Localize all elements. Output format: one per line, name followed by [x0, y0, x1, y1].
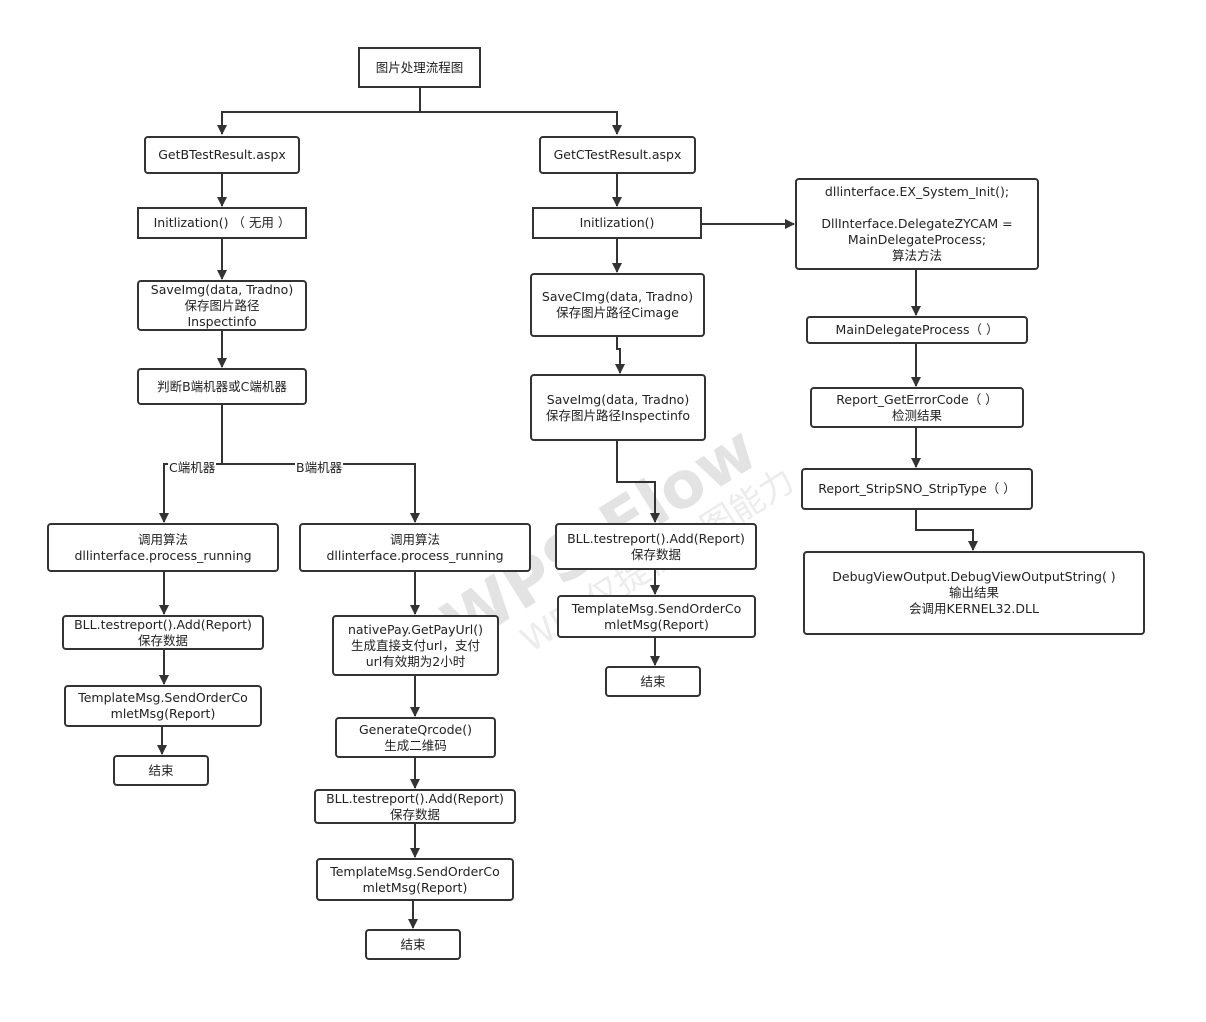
node-bll-b[interactable]: BLL.testreport().Add(Report) 保存数据 — [314, 789, 516, 824]
node-end-b[interactable]: 结束 — [365, 929, 461, 960]
node-strip-type[interactable]: Report_StripSNO_StripType（ ） — [801, 468, 1033, 510]
node-bll-c[interactable]: BLL.testreport().Add(Report) 保存数据 — [62, 615, 264, 650]
node-nativepay[interactable]: nativePay.GetPayUrl() 生成直接支付url，支付 url有效… — [332, 615, 499, 676]
node-generate-qrcode[interactable]: GenerateQrcode() 生成二维码 — [335, 717, 496, 758]
node-template-c[interactable]: TemplateMsg.SendOrderCo mletMsg(Report) — [64, 685, 262, 727]
node-getctestresult[interactable]: GetCTestResult.aspx — [539, 136, 696, 174]
edge-judge-b — [222, 463, 420, 523]
node-system-init[interactable]: dllinterface.EX_System_Init(); DllInterf… — [795, 178, 1039, 270]
node-main-delegate-process[interactable]: MainDelegateProcess（ ） — [806, 316, 1028, 344]
node-debug-view-output[interactable]: DebugViewOutput.DebugViewOutputString( )… — [803, 551, 1145, 635]
edge-title-getb — [217, 88, 421, 135]
node-end-cc[interactable]: 结束 — [605, 666, 701, 697]
edge-title-getc — [420, 111, 622, 135]
node-get-error-code[interactable]: Report_GetErrorCode（ ） 检测结果 — [810, 387, 1024, 428]
edge-strip-debug — [915, 510, 978, 551]
node-algo-b[interactable]: 调用算法 dllinterface.process_running — [299, 523, 531, 572]
node-saveimg-b[interactable]: SaveImg(data, Tradno) 保存图片路径 Inspectinfo — [137, 280, 307, 331]
edge-savecimg-saveimgc — [615, 337, 625, 374]
node-initlization-c[interactable]: Initlization() — [532, 207, 702, 239]
edge-label-c-machine: C端机器 — [168, 457, 217, 476]
node-initlization-b[interactable]: Initlization() （ 无用 ） — [137, 207, 307, 239]
node-bll-cc[interactable]: BLL.testreport().Add(Report) 保存数据 — [555, 523, 757, 570]
node-getbtestresult[interactable]: GetBTestResult.aspx — [144, 136, 300, 174]
node-saveimg-c[interactable]: SaveImg(data, Tradno) 保存图片路径Inspectinfo — [530, 374, 706, 441]
node-algo-c[interactable]: 调用算法 dllinterface.process_running — [47, 523, 279, 572]
node-judge-machine[interactable]: 判断B端机器或C端机器 — [137, 368, 307, 405]
edge-saveimgc-bllcc — [616, 441, 660, 523]
node-template-cc[interactable]: TemplateMsg.SendOrderCo mletMsg(Report) — [557, 595, 756, 638]
node-title[interactable]: 图片处理流程图 — [358, 47, 481, 88]
node-end-c[interactable]: 结束 — [113, 755, 209, 786]
node-savecimg[interactable]: SaveCImg(data, Tradno) 保存图片路径Cimage — [530, 273, 705, 337]
node-template-b[interactable]: TemplateMsg.SendOrderCo mletMsg(Report) — [316, 858, 514, 901]
edge-label-b-machine: B端机器 — [295, 457, 344, 476]
